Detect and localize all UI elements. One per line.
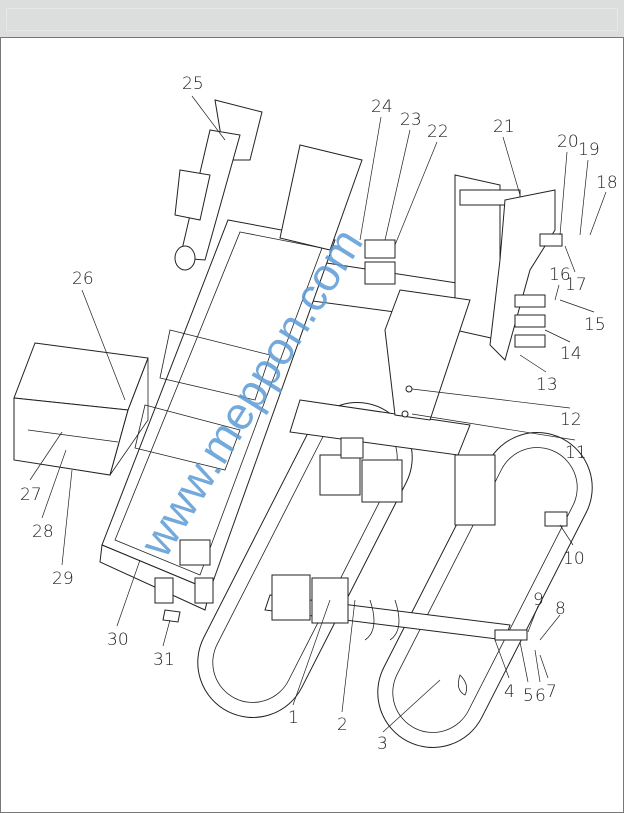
callout-15: 15 (584, 315, 606, 335)
callout-6: 6 (535, 686, 546, 706)
track-mount-plates (271, 437, 496, 624)
title-bar-inset (6, 8, 618, 31)
callout-14: 14 (560, 344, 582, 364)
callout-19: 19 (578, 140, 600, 160)
callout-8: 8 (555, 599, 566, 619)
callout-11: 11 (565, 443, 587, 463)
callout-2: 2 (337, 715, 348, 735)
callout-27: 27 (20, 485, 42, 505)
callout-30: 30 (107, 630, 129, 650)
callout-26: 26 (72, 269, 94, 289)
leader-lines (29, 95, 607, 733)
right-track (377, 432, 593, 748)
callout-5: 5 (523, 686, 534, 706)
callout-10: 10 (563, 549, 585, 569)
callout-9: 9 (533, 590, 544, 610)
callout-labels: 1 2 3 4 5 6 7 8 9 10 11 12 13 14 15 16 1… (20, 74, 618, 754)
callout-3: 3 (377, 734, 388, 754)
callout-12: 12 (560, 410, 582, 430)
swing-frame (364, 174, 563, 421)
callout-7: 7 (546, 682, 557, 702)
callout-1: 1 (288, 708, 299, 728)
cross-beams (264, 261, 511, 641)
callout-16: 16 (549, 265, 571, 285)
callout-4: 4 (504, 682, 515, 702)
callout-23: 23 (400, 110, 422, 130)
callout-18: 18 (596, 173, 618, 193)
callout-24: 24 (371, 97, 393, 117)
callout-20: 20 (557, 132, 579, 152)
callout-29: 29 (52, 569, 74, 589)
callout-13: 13 (536, 375, 558, 395)
callout-25: 25 (182, 74, 204, 94)
callout-28: 28 (32, 522, 54, 542)
battery-box (13, 342, 149, 476)
lift-arm (174, 99, 263, 271)
callout-31: 31 (153, 650, 175, 670)
callout-22: 22 (427, 122, 449, 142)
small-parts (162, 385, 568, 641)
callout-21: 21 (493, 117, 515, 137)
callout-17: 17 (565, 275, 587, 295)
